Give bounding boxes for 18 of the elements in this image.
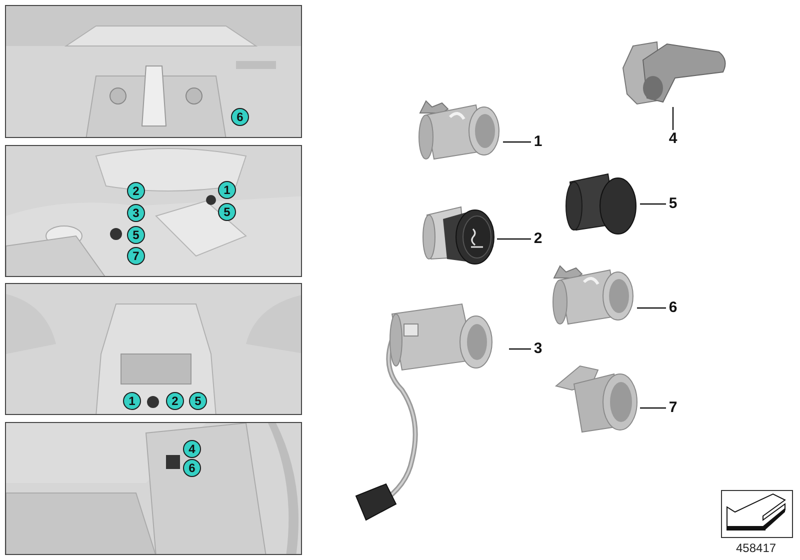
- leader-line: [497, 238, 531, 240]
- callout-number: 2: [127, 182, 145, 200]
- callout-number: 1: [532, 134, 544, 150]
- leader-line: [640, 203, 666, 205]
- diagram-number: 458417: [736, 541, 776, 555]
- callout-number: 6: [231, 108, 249, 126]
- callout-number: 1: [218, 181, 236, 199]
- leader-line: [509, 348, 531, 350]
- callout-number: 5: [667, 196, 679, 212]
- callout-number: 6: [667, 300, 679, 316]
- callout-number: 7: [667, 400, 679, 416]
- callout-number: 2: [532, 231, 544, 247]
- leader-line: [672, 107, 674, 130]
- leader-line: [640, 407, 666, 409]
- callout-number: 4: [667, 131, 679, 147]
- leader-line: [503, 141, 531, 143]
- leader-line: [637, 307, 666, 309]
- callout-number: 3: [532, 341, 544, 357]
